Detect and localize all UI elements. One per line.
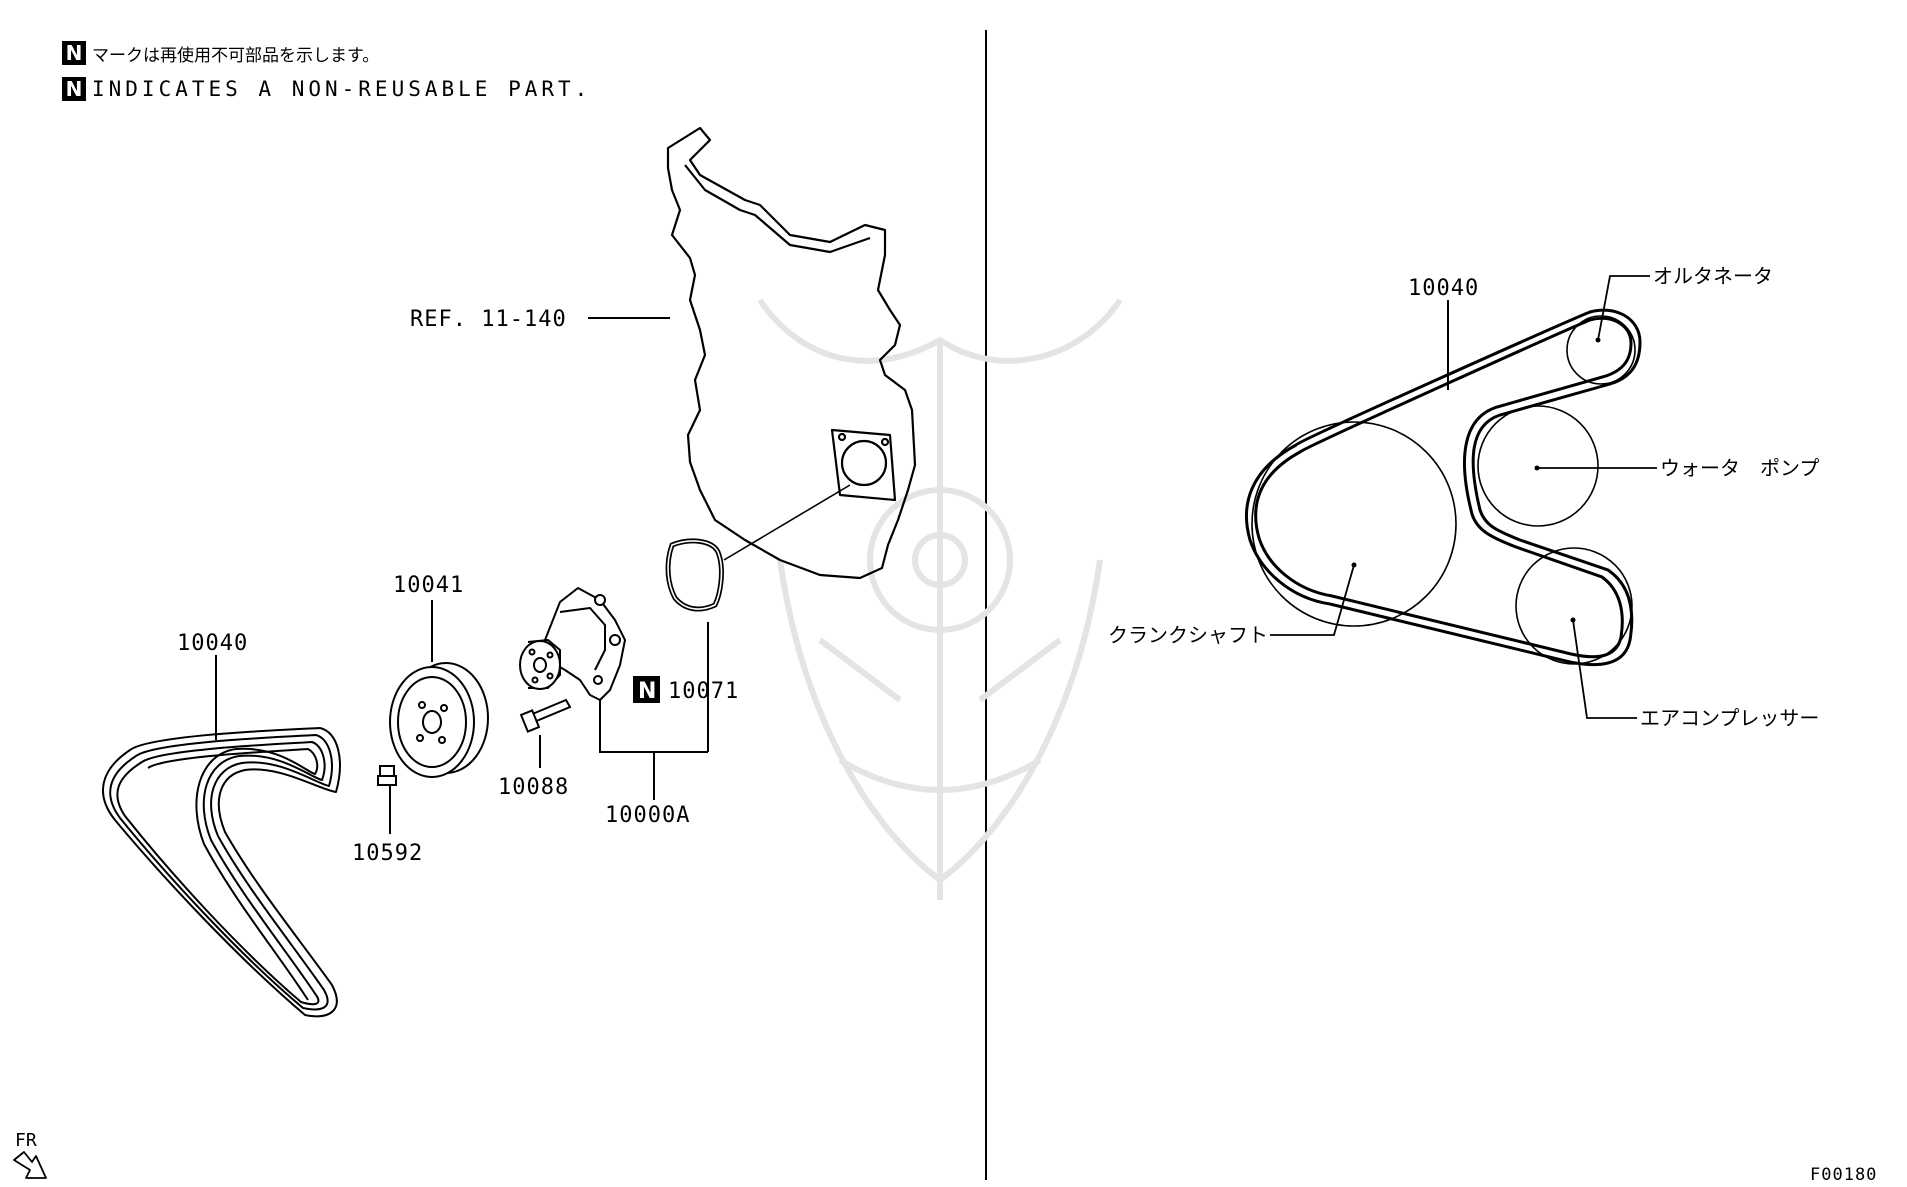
label-10592: 10592 — [352, 841, 423, 866]
pulley-ac-compressor-circle — [1515, 547, 1633, 665]
legend-japanese: N マークは再使用不可部品を示します。 — [62, 40, 379, 66]
leader-gasket-to-cover — [723, 484, 851, 561]
water-pump — [519, 587, 626, 701]
gasket-10071 — [665, 538, 724, 612]
bolt-10088 — [519, 698, 572, 733]
label-direction: FR — [15, 1130, 37, 1151]
pulley-alternator-circle — [1566, 315, 1636, 385]
leader-crankshaft — [1270, 564, 1355, 636]
pulley-water-pump-circle — [1477, 405, 1599, 527]
label-crankshaft: クランクシャフト — [1108, 623, 1268, 647]
label-belt-10040-left: 10040 — [177, 631, 248, 656]
belt-10040 — [102, 727, 341, 1018]
gasket-non-reusable-mark: N — [638, 679, 656, 704]
legend-japanese-text: マークは再使用不可部品を示します。 — [92, 45, 380, 66]
legend-english: N INDICATES A NON-REUSABLE PART. — [62, 76, 591, 102]
front-cover-outline — [666, 126, 917, 580]
label-10071: 10071 — [668, 679, 739, 704]
routing-belt-outer — [1245, 308, 1642, 667]
leader-alternator — [1597, 275, 1650, 341]
figure-code: F00180 — [1810, 1165, 1877, 1185]
label-belt-10040-right: 10040 — [1408, 276, 1479, 301]
direction-arrow-icon — [13, 1151, 47, 1179]
gasket-non-reusable-box — [633, 676, 660, 703]
pulley-10041 — [389, 662, 489, 778]
label-alternator: オルタネータ — [1653, 264, 1773, 288]
label-water-pump: ウォータ ポンプ — [1660, 456, 1819, 480]
belt-routing-schematic — [1245, 308, 1642, 667]
bracket-10000a — [599, 700, 708, 753]
label-10000a: 10000A — [605, 803, 690, 828]
label-ref: REF. 11-140 — [410, 307, 567, 332]
legend-english-text: INDICATES A NON-REUSABLE PART. — [92, 77, 592, 101]
watermark — [757, 298, 1123, 900]
leader-ac-compressor — [1572, 619, 1637, 719]
non-reusable-mark: N — [62, 77, 86, 101]
pulley-crankshaft-circle — [1251, 421, 1457, 627]
non-reusable-mark: N — [62, 41, 86, 65]
label-10041: 10041 — [393, 573, 464, 598]
label-10088: 10088 — [498, 775, 569, 800]
stud-10592 — [377, 765, 397, 786]
label-ac-compressor: エアコンプレッサー — [1640, 706, 1819, 730]
routing-belt-inner — [1254, 316, 1633, 659]
